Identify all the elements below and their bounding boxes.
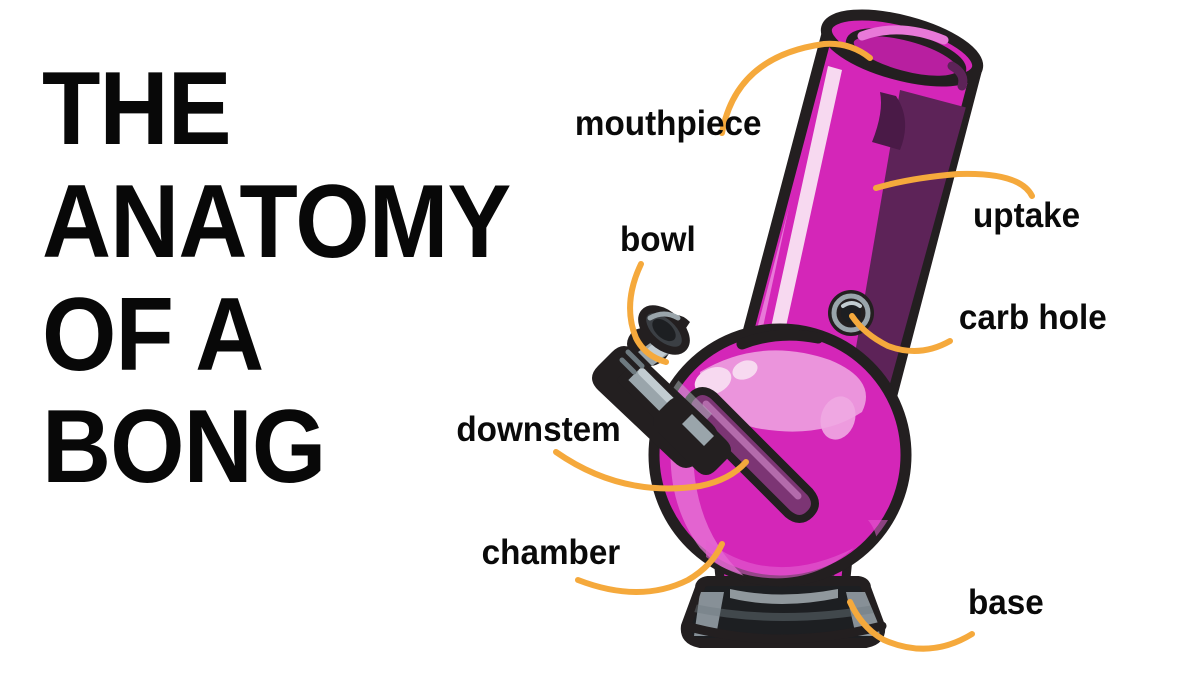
carb-hole-ring — [831, 293, 871, 333]
leader-line-mouthpiece — [719, 40, 873, 136]
label-base: base — [967, 583, 1044, 622]
base-top-gloss — [730, 589, 838, 604]
chamber-specular-c — [820, 396, 856, 440]
chamber-gloss-bottom — [706, 540, 854, 579]
leader-line-chamber — [575, 541, 725, 595]
bowl-cavity — [652, 318, 676, 342]
bowl-ridge-a — [625, 349, 645, 369]
mouthpiece-rim — [820, 9, 984, 91]
chamber-neck-joint — [736, 329, 824, 350]
label-uptake: uptake — [973, 196, 1081, 235]
base-rim — [681, 621, 887, 644]
leader-line-uptake — [873, 170, 1035, 199]
label-bowl: bowl — [619, 220, 696, 259]
title-line-4: BONG — [42, 389, 326, 506]
mouthpiece-rim-shadow — [947, 61, 968, 91]
chamber-specular-b — [732, 360, 758, 380]
downstem-collar-metal — [682, 414, 714, 446]
leader-line-base — [847, 599, 975, 652]
title-line-2: ANATOMY — [42, 163, 511, 280]
title-line-3: OF A — [42, 276, 264, 393]
label-chamber: chamber — [481, 533, 621, 572]
bowl-and-downstem — [592, 305, 731, 475]
label-downstem: downstem — [456, 410, 621, 449]
neck-inner-shadow-deep — [872, 92, 906, 150]
carb-hole-gloss — [841, 301, 862, 308]
neck-highlight-stripe-inner — [756, 66, 842, 400]
downstem-collar — [653, 397, 731, 475]
page-title: THE ANATOMY OF A BONG — [42, 51, 562, 506]
base-facet-left — [694, 592, 724, 636]
label-carb-hole: carb hole — [958, 298, 1107, 337]
leader-line-bowl — [627, 261, 669, 365]
leader-lines — [553, 40, 1035, 652]
leader-line-carb-hole — [849, 313, 953, 354]
inner-downstem — [683, 387, 819, 523]
leader-line-downstem — [553, 449, 749, 492]
title-line-1: THE — [42, 51, 232, 167]
bowl-ridge-b — [619, 357, 637, 375]
label-mouthpiece: mouthpiece — [574, 104, 762, 143]
mouthpiece-rim-gloss — [857, 25, 949, 45]
base-mid-band — [694, 604, 880, 621]
bowl-rim-gloss — [647, 311, 681, 321]
inner-downstem-gloss — [702, 400, 802, 500]
